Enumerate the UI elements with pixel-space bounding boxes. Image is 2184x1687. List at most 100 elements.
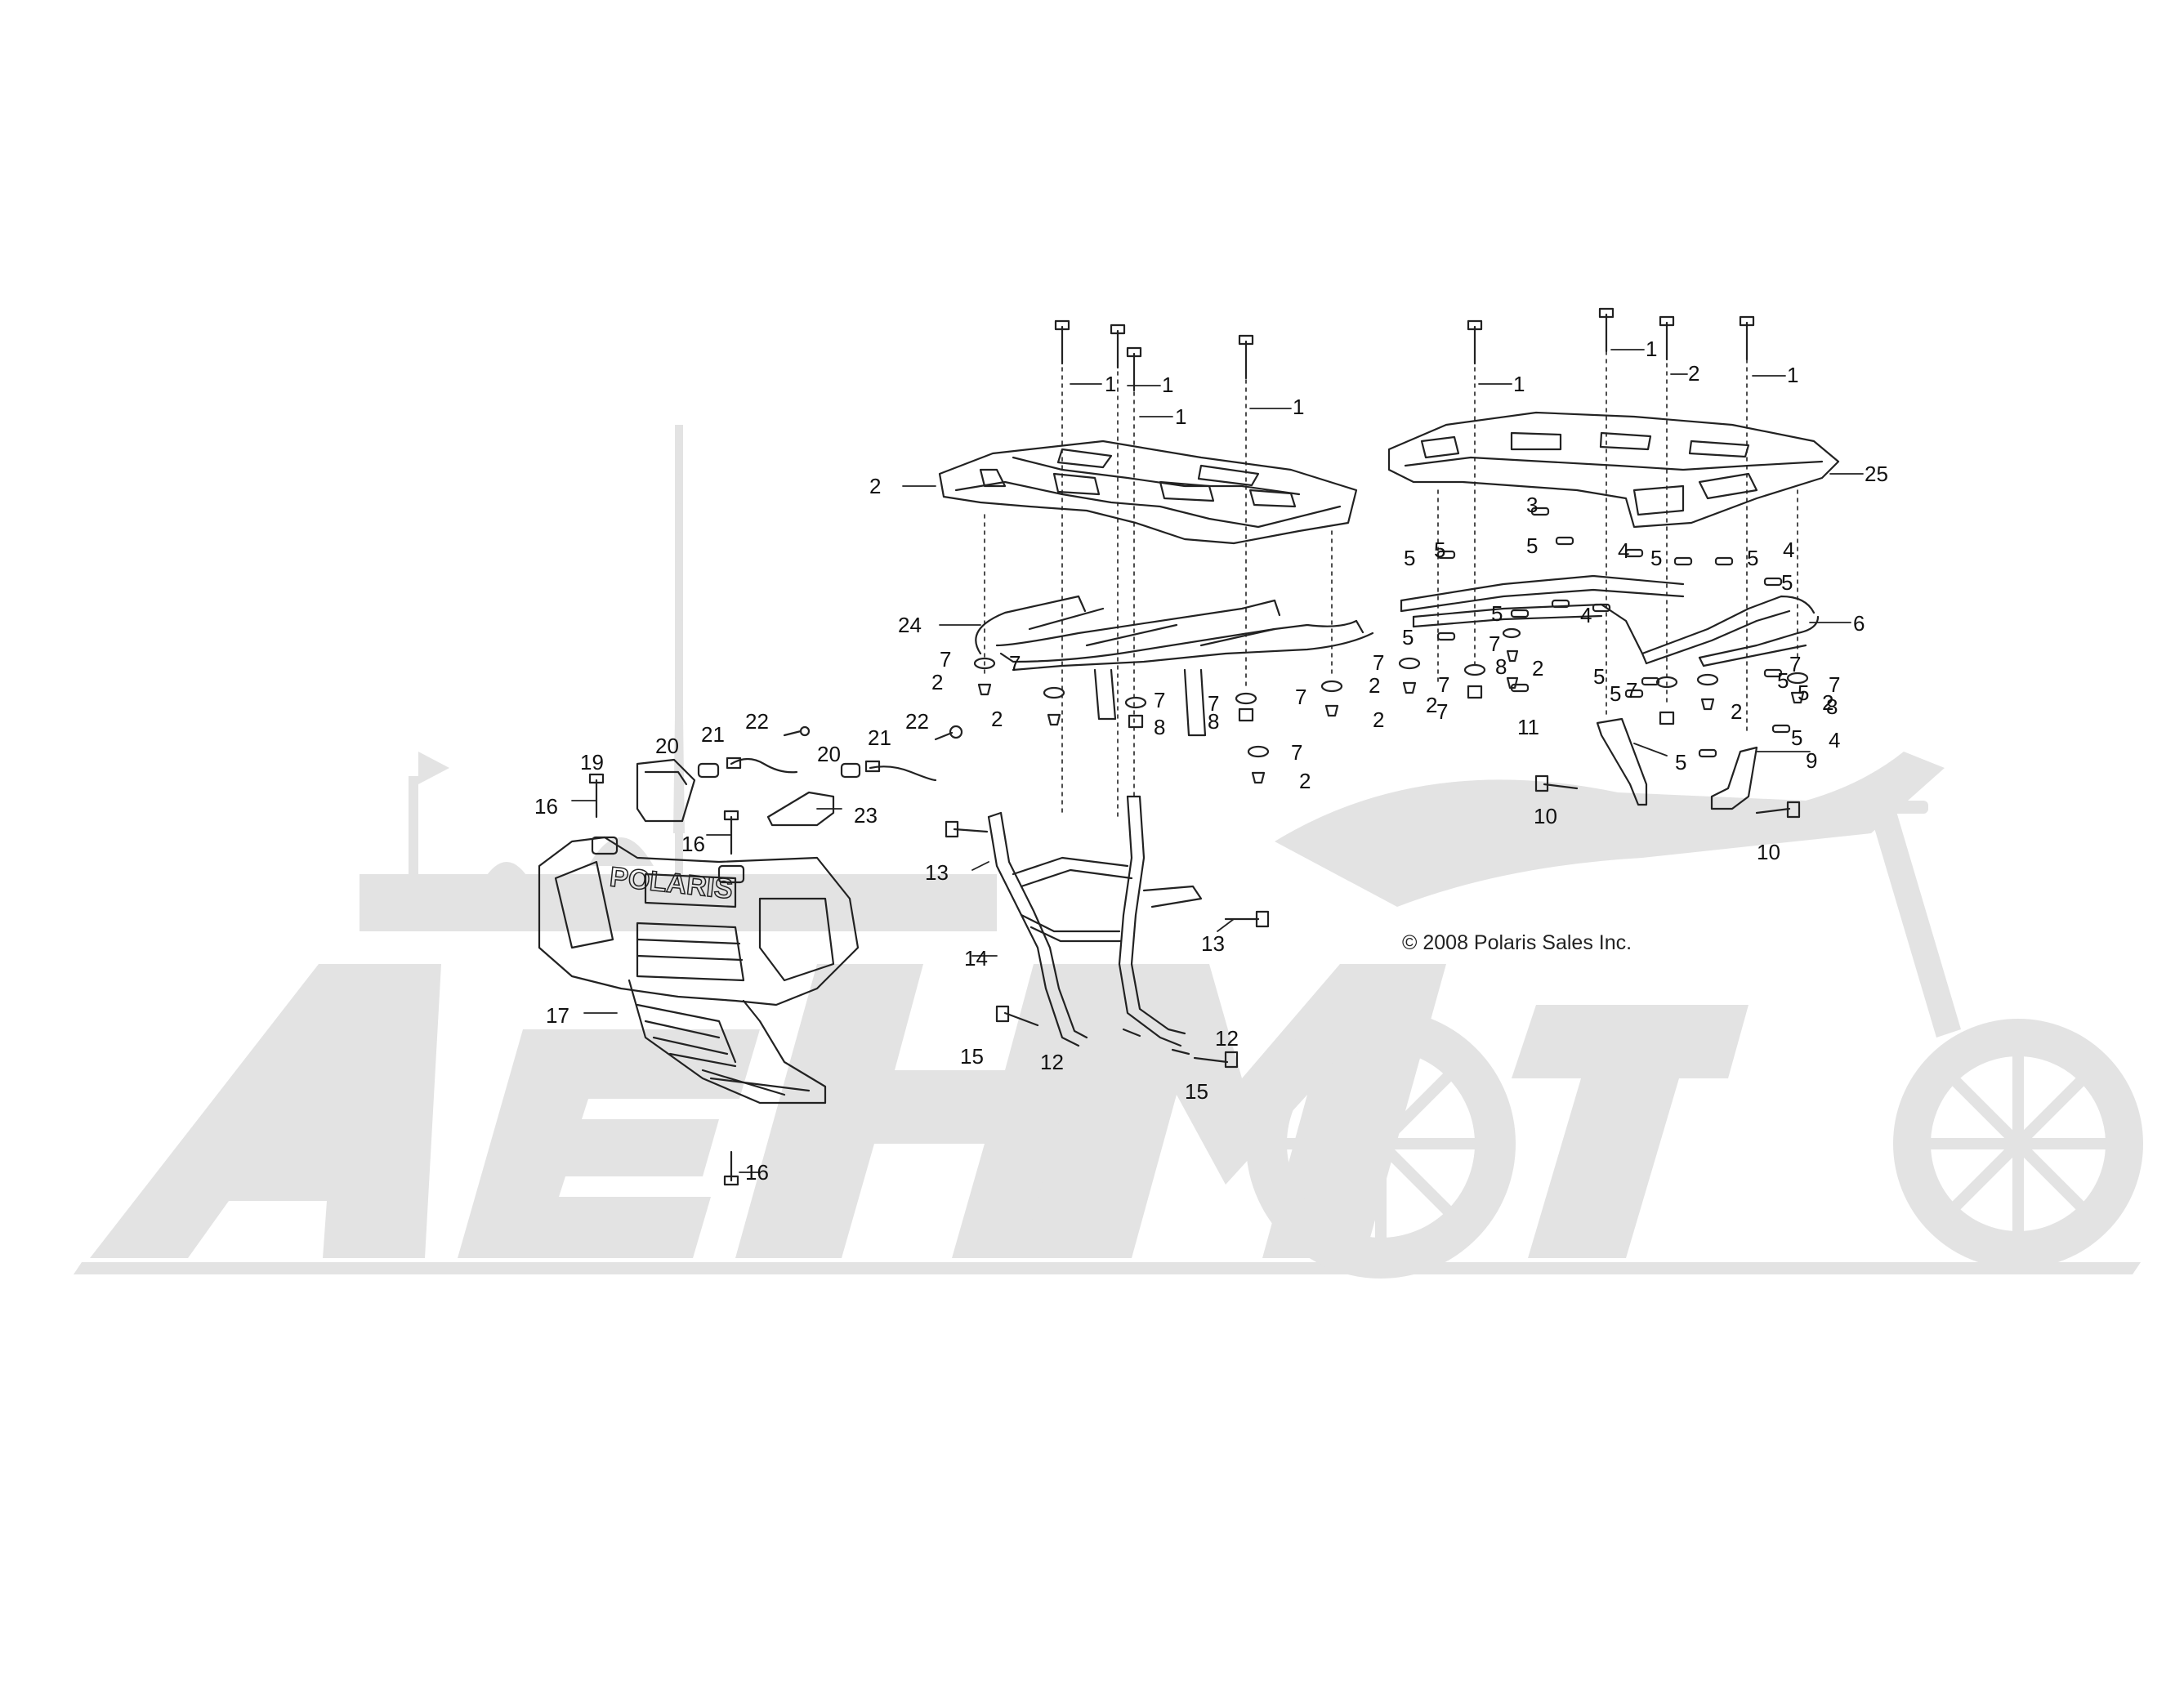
watermark-handlebar bbox=[1863, 801, 1928, 814]
callout-number: 2 bbox=[1369, 673, 1381, 698]
callout-number: 7 bbox=[1373, 650, 1385, 675]
rear-rack-part-3 bbox=[1387, 411, 1840, 529]
callout-number: 5 bbox=[1526, 533, 1539, 558]
callout-number: 7 bbox=[1295, 685, 1307, 709]
deflector-part-23 bbox=[766, 791, 835, 827]
callout-number: 17 bbox=[546, 1003, 569, 1028]
callout-number: 2 bbox=[1373, 707, 1385, 732]
callout-number: 22 bbox=[905, 709, 929, 734]
callout-number: 4 bbox=[1618, 538, 1630, 563]
callout-number: 1 bbox=[1162, 373, 1174, 397]
headlight-part-19 bbox=[636, 758, 696, 823]
callout-number: 21 bbox=[868, 725, 891, 750]
bolt-group-top bbox=[1054, 307, 1755, 392]
callout-number: 13 bbox=[1201, 931, 1225, 956]
callout-number: 1 bbox=[1293, 395, 1305, 419]
callout-number: 2 bbox=[1426, 693, 1438, 717]
callout-number: 12 bbox=[1215, 1026, 1239, 1051]
bumper-tube-part-14 bbox=[987, 795, 1203, 1047]
bumper-brand-text: POLARIS bbox=[608, 861, 734, 905]
watermark-tower bbox=[409, 776, 418, 899]
callout-number: 2 bbox=[1688, 361, 1700, 386]
callout-number: 7 bbox=[1438, 672, 1450, 697]
callout-number: 16 bbox=[745, 1160, 769, 1185]
watermark-spire-top bbox=[673, 425, 685, 833]
copyright-notice: © 2008 Polaris Sales Inc. bbox=[1402, 931, 1632, 954]
callout-number: 5 bbox=[1798, 681, 1810, 705]
watermark-letter-e bbox=[458, 1029, 760, 1258]
callout-number: 1 bbox=[1646, 337, 1658, 361]
callout-number: 1 bbox=[1787, 363, 1799, 387]
callout-number: 4 bbox=[1829, 728, 1841, 752]
small-hardware bbox=[973, 507, 1809, 784]
callout-number: 1 bbox=[1105, 372, 1117, 396]
callout-number: 8 bbox=[1826, 694, 1838, 719]
callout-number: 5 bbox=[1650, 546, 1663, 570]
callout-number: 2 bbox=[1299, 769, 1311, 793]
callout-number: 7 bbox=[1208, 691, 1220, 716]
callout-number: 5 bbox=[1402, 625, 1414, 649]
rear-rack-frame-part-6 bbox=[1400, 574, 1820, 667]
callout-number: 8 bbox=[1495, 654, 1507, 679]
callout-number: 2 bbox=[1822, 690, 1834, 715]
callout-number: 7 bbox=[1009, 651, 1021, 676]
callout-number: 7 bbox=[1626, 678, 1638, 703]
callout-number: 24 bbox=[898, 613, 922, 637]
callout-number: 8 bbox=[1154, 715, 1166, 739]
callout-number: 11 bbox=[1517, 715, 1539, 739]
leader-lines bbox=[571, 349, 1864, 1173]
callout-number: 2 bbox=[931, 670, 944, 694]
callout-number: 5 bbox=[1777, 668, 1789, 693]
callout-number: 13 bbox=[925, 860, 949, 885]
watermark-flag bbox=[418, 752, 449, 784]
callout-number: 7 bbox=[1789, 652, 1802, 676]
callout-number: 7 bbox=[940, 647, 952, 672]
callout-number: 7 bbox=[1829, 672, 1841, 697]
callout-number: 1 bbox=[1513, 372, 1525, 396]
callout-number: 15 bbox=[1185, 1079, 1208, 1104]
callout-number: 7 bbox=[1489, 632, 1501, 656]
callout-number: 16 bbox=[681, 832, 705, 856]
watermark-dome bbox=[588, 837, 654, 866]
horizontal-bolts bbox=[588, 773, 1801, 1186]
watermark-wheel-rear bbox=[1893, 1019, 2143, 1269]
watermark-wheel-front bbox=[1246, 1009, 1516, 1279]
callout-number: 21 bbox=[701, 722, 725, 747]
callout-number: 4 bbox=[1783, 538, 1795, 562]
callout-number: 6 bbox=[1853, 611, 1865, 636]
callout-number: 5 bbox=[1434, 538, 1446, 562]
callout-number: 25 bbox=[1865, 462, 1888, 486]
callout-number: 5 bbox=[1791, 725, 1803, 750]
callout-number: 9 bbox=[1806, 748, 1818, 773]
watermark-letter-h bbox=[735, 964, 1140, 1258]
callout-number: 5 bbox=[1404, 546, 1416, 570]
watermark-base-stripe bbox=[74, 1262, 2141, 1274]
callout-number: 5 bbox=[1610, 681, 1622, 706]
callout-number: 5 bbox=[1781, 570, 1793, 595]
assembly-lines bbox=[984, 350, 1798, 818]
callout-number: 5 bbox=[1747, 546, 1759, 570]
callout-number: 19 bbox=[580, 750, 604, 774]
callout-number: 1 bbox=[1175, 404, 1187, 429]
front-rack-frame-part-24 bbox=[975, 595, 1374, 737]
callout-number: 2 bbox=[991, 707, 1003, 731]
callout-number: 5 bbox=[1675, 750, 1687, 774]
callout-number: 14 bbox=[964, 946, 988, 971]
callout-number: 10 bbox=[1757, 840, 1780, 864]
callout-number: 10 bbox=[1534, 804, 1557, 828]
callout-number: 7 bbox=[1154, 688, 1166, 712]
watermark-letter-a bbox=[90, 964, 441, 1258]
callout-number: 7 bbox=[1291, 740, 1303, 765]
callout-number: 16 bbox=[534, 794, 558, 819]
watermark-skyline-base bbox=[360, 874, 997, 931]
front-rack-part-25 bbox=[938, 440, 1358, 545]
callout-number: 22 bbox=[745, 709, 769, 734]
callout-number: 8 bbox=[1208, 709, 1220, 734]
callout-number: 12 bbox=[1040, 1050, 1064, 1074]
watermark-fork bbox=[1871, 809, 1961, 1038]
bracket-part-9 bbox=[1710, 746, 1758, 810]
callout-number: 3 bbox=[1526, 493, 1539, 517]
